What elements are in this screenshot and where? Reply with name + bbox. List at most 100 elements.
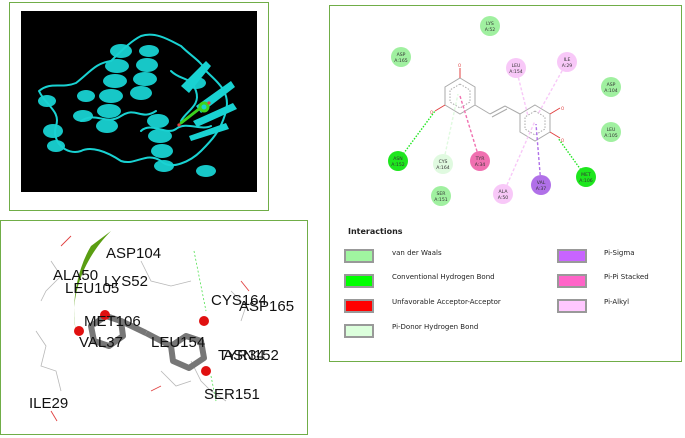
legend-swatch-unfavorable xyxy=(344,299,374,313)
label-asp165: ASP165 xyxy=(239,298,294,315)
backbone-ribbon xyxy=(74,231,111,331)
legend-swatch-pi-donor xyxy=(344,324,374,338)
label-tyr34: TYR34 xyxy=(218,347,265,364)
residue-disc xyxy=(391,47,411,67)
label-val37: VAL37 xyxy=(79,334,123,351)
residue-name: ALA xyxy=(499,189,509,195)
residue-disc xyxy=(601,77,621,97)
residue-disc xyxy=(431,186,451,206)
interaction-3d-panel: ASP104 ALA50 LYS52 LEU105 CYS164 ASP165 … xyxy=(0,220,308,435)
interaction-bond-val-37 xyxy=(535,123,542,186)
label-leu105: LEU105 xyxy=(65,280,119,297)
label-ala50: ALA50 xyxy=(53,267,98,284)
legend-title: Interactions xyxy=(348,227,403,236)
residue-disc xyxy=(576,167,596,187)
svg-text:O: O xyxy=(561,138,564,143)
residue-name: ASP xyxy=(397,52,406,58)
legend-label-pi-pi: Pi-Pi Stacked xyxy=(604,273,649,281)
legend-swatch-vdw xyxy=(344,249,374,263)
legend-label-pi-alkyl: Pi-Alkyl xyxy=(604,298,630,306)
interaction-bond-met-106 xyxy=(557,137,587,178)
legend-label-unfavorable: Unfavorable Acceptor-Acceptor xyxy=(392,298,501,306)
svg-text:O: O xyxy=(458,63,461,68)
residue-id: A:50 xyxy=(498,195,509,201)
residue-name: TYR xyxy=(475,156,486,162)
interaction-2d-diagram: OO OO LYSA:52ASPA:165LEUA:154ILEA:29ASPA… xyxy=(388,16,621,206)
residue-id: A:29 xyxy=(562,63,573,69)
label-ile29: ILE29 xyxy=(29,395,68,412)
residue-id: A:106 xyxy=(579,178,592,184)
residue-name: LYS xyxy=(486,21,494,27)
label-met106: MET106 xyxy=(84,313,141,330)
protein-cartoon-image xyxy=(38,33,237,177)
svg-text:O: O xyxy=(561,106,564,111)
residue-id: A:34 xyxy=(475,162,486,168)
ligand-structure xyxy=(434,68,561,142)
residue-name: CYS xyxy=(439,159,448,165)
label-leu154: LEU154 xyxy=(151,334,205,351)
residue-name: ASP xyxy=(607,82,616,88)
interaction-bond-cys-164 xyxy=(442,93,459,165)
residue-disc xyxy=(531,175,551,195)
interaction-bond-ala-50 xyxy=(502,120,536,195)
residue-disc xyxy=(388,151,408,171)
label-lys52: LYS52 xyxy=(104,273,148,290)
interaction-bond-asn-152 xyxy=(397,110,436,162)
protein-structure-panel xyxy=(9,2,269,211)
residue-name: ASN xyxy=(393,156,403,162)
residue-disc xyxy=(493,184,513,204)
interaction-3d-image: ASP104 ALA50 LYS52 LEU105 CYS164 ASP165 … xyxy=(29,231,294,422)
residue-id: A:52 xyxy=(485,27,496,33)
residue-name: LEU xyxy=(512,63,521,69)
label-asp104: ASP104 xyxy=(106,245,161,262)
residue-disc xyxy=(506,58,526,78)
residue-disc xyxy=(470,151,490,171)
residue-disc xyxy=(433,154,453,174)
label-cys164: CYS164 xyxy=(211,292,267,309)
residue-id: A:164 xyxy=(436,165,449,171)
residue-disc xyxy=(480,16,500,36)
svg-text:O: O xyxy=(430,110,433,115)
residue-id: A:154 xyxy=(509,69,522,75)
interaction-bond-leu-154 xyxy=(515,67,529,117)
residue-disc xyxy=(557,52,577,72)
interaction-bond-tyr-34 xyxy=(459,95,481,162)
label-asn152: ASN152 xyxy=(223,347,279,364)
residue-id: A:152 xyxy=(391,162,404,168)
residue-name: MET xyxy=(581,172,591,178)
residue-id: A:104 xyxy=(604,88,617,94)
residue-id: A:151 xyxy=(434,197,447,203)
legend-label-hbond: Conventional Hydrogen Bond xyxy=(392,273,495,281)
residue-name: ILE xyxy=(564,57,571,63)
ligand-stick xyxy=(179,107,201,125)
legend-swatch-pi-sigma xyxy=(557,249,587,263)
legend-label-pi-sigma: Pi-Sigma xyxy=(604,249,635,257)
residue-name: SER xyxy=(436,191,446,197)
residue-name: LEU xyxy=(607,127,616,133)
legend-label-vdw: van der Waals xyxy=(392,249,442,257)
label-ser151: SER151 xyxy=(204,386,260,403)
legend-label-pi-donor: Pi-Donor Hydrogen Bond xyxy=(392,323,479,331)
residue-id: A:105 xyxy=(604,133,617,139)
legend-swatch-pi-alkyl xyxy=(557,299,587,313)
residue-id: A:165 xyxy=(394,58,407,64)
residue-id: A:37 xyxy=(536,186,547,192)
legend-swatch-pi-pi xyxy=(557,274,587,288)
residue-name: VAL xyxy=(537,180,546,186)
legend-swatch-hbond xyxy=(344,274,374,288)
protein-cartoon-viewport xyxy=(21,11,257,192)
